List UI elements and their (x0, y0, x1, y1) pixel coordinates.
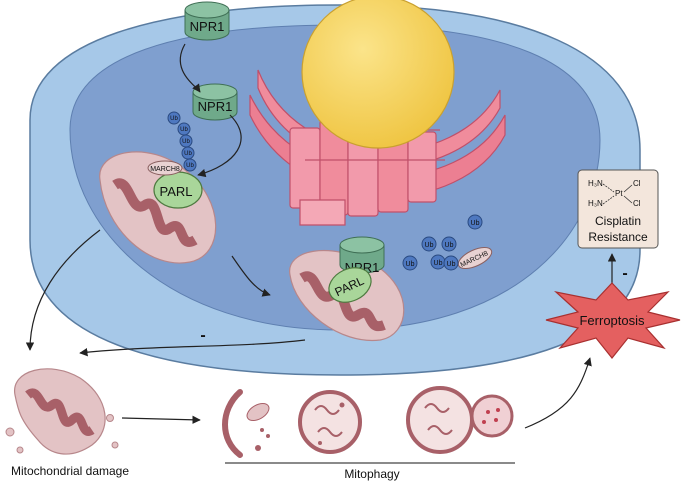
ubiquitin: Ub (167, 111, 181, 125)
mitophagy-stage-autolysosome (406, 386, 514, 454)
npr1-label-middle: NPR1 (198, 99, 233, 114)
mitochondrial-damage-label: Mitochondrial damage (11, 464, 129, 478)
ubiquitin: Ub (181, 146, 195, 160)
inhibition-sign-feedback: - (200, 327, 205, 344)
arrow-damage-to-mitophagy (121, 415, 201, 425)
ubiquitin: Ub (443, 255, 459, 271)
svg-text:Ub: Ub (447, 261, 456, 268)
ubiquitin: Ub (467, 214, 483, 230)
cisplatin-resistance-box: H₃N H₃N Pt Cl Cl Cisplatin Resistance (577, 169, 659, 249)
ubiquitin: Ub (177, 122, 191, 136)
nucleus (301, 0, 455, 149)
svg-text:H₃N: H₃N (588, 199, 603, 208)
svg-text:Pt: Pt (615, 189, 623, 198)
ubiquitin: Ub (421, 236, 437, 252)
svg-text:Ub: Ub (471, 220, 480, 227)
march8-label-upper: MARCH8 (150, 166, 180, 173)
ubiquitin: Ub (441, 236, 457, 252)
ubiquitin-chain-upper: Ub Ub Ub Ub Ub (167, 111, 197, 172)
svg-text:Cl: Cl (633, 199, 641, 208)
pathway-arrows (25, 43, 617, 429)
arrow-inhibit-feedback (79, 339, 306, 357)
arrow-to-damage (25, 229, 101, 351)
svg-text:Ub: Ub (434, 260, 443, 267)
svg-text:Ub: Ub (170, 116, 178, 122)
svg-text:Ub: Ub (425, 242, 434, 249)
ubiquitin: Ub (402, 255, 418, 271)
parl-upper: PARL (153, 171, 203, 209)
parl-lower: PARL (328, 267, 372, 303)
npr1-label-top: NPR1 (190, 19, 225, 34)
parl-label-upper: PARL (160, 184, 193, 199)
svg-text:Ub: Ub (186, 163, 194, 169)
svg-text:Ub: Ub (406, 261, 415, 268)
cisplatin-structure: H₃N H₃N Pt Cl Cl (588, 179, 641, 208)
npr1-receptor-middle: NPR1 (192, 83, 238, 121)
ubiquitin: Ub (183, 158, 197, 172)
svg-text:Cl: Cl (633, 179, 641, 188)
arrow-npr1-to-parl (197, 114, 242, 178)
ubiquitin-cluster-lower: Ub Ub Ub Ub Ub Ub (402, 214, 483, 271)
ferroptosis-label: Ferroptosis (579, 313, 645, 328)
cisplatin-label-line2: Resistance (588, 230, 648, 244)
mitophagy-stage-phagophore (222, 389, 270, 458)
svg-text:Ub: Ub (180, 127, 188, 133)
inhibition-sign-ferroptosis: - (622, 265, 627, 282)
svg-text:Ub: Ub (445, 242, 454, 249)
ubiquitin: Ub (430, 254, 446, 270)
arrow-to-lower-mito (231, 255, 271, 297)
mitophagy-label: Mitophagy (344, 467, 399, 481)
damaged-mitochondrion (5, 368, 119, 455)
arrow-mitophagy-to-ferroptosis (524, 357, 592, 429)
endoplasmic-reticulum (249, 69, 506, 226)
svg-text:Ub: Ub (182, 139, 190, 145)
svg-text:Ub: Ub (184, 151, 192, 157)
cisplatin-label-line1: Cisplatin (595, 214, 641, 228)
ubiquitin: Ub (179, 134, 193, 148)
svg-text:H₃N: H₃N (588, 179, 603, 188)
march8-upper: MARCH8 (147, 160, 183, 176)
arrow-npr1-translocation (179, 43, 201, 93)
npr1-receptor-top: NPR1 (184, 1, 230, 41)
ferroptosis-burst: Ferroptosis (545, 282, 681, 359)
mitophagy-stage-autophagosome (298, 390, 362, 454)
